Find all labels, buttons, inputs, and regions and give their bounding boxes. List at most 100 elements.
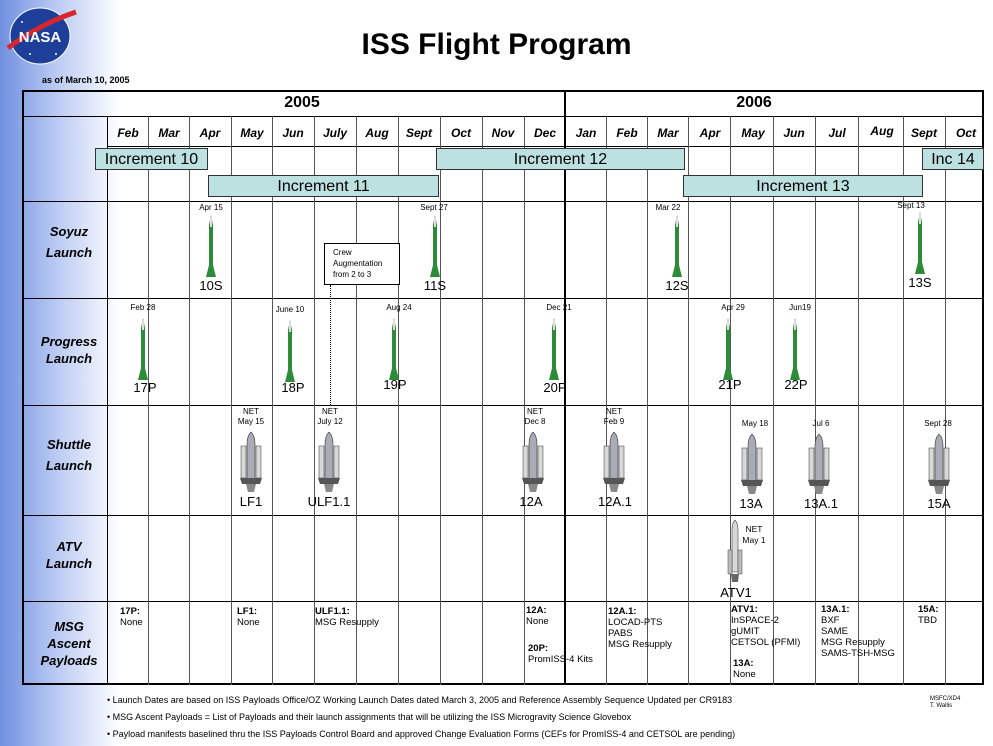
month-divider <box>231 116 232 685</box>
launch-date: Sept 28 <box>924 419 952 428</box>
launch-date: May 18 <box>741 419 769 428</box>
payload-entry: 17P:None <box>120 606 143 628</box>
month-label: Mar <box>158 126 180 140</box>
month-divider <box>440 116 441 685</box>
flight-label: 20P <box>543 380 567 395</box>
increment-11-bar: Increment 11 <box>208 175 439 197</box>
month-label: May <box>240 126 264 140</box>
space-shuttle-icon <box>522 432 544 492</box>
flight-label: 12A <box>519 494 543 509</box>
month-label: Oct <box>955 126 976 140</box>
payload-entry: 20P:PromISS-4 Kits <box>528 643 593 665</box>
flight-label: 11S <box>423 278 447 293</box>
soyuz-row-divider <box>22 298 984 299</box>
month-label: Sept <box>910 126 937 140</box>
progress-rocket-icon <box>285 320 295 382</box>
payload-entry: 12A:None <box>526 605 549 627</box>
month-divider <box>647 116 648 685</box>
month-divider <box>356 116 357 685</box>
month-label: July <box>322 126 347 140</box>
space-shuttle-icon <box>741 434 763 494</box>
flight-label: 10S <box>199 278 223 293</box>
progress-rocket-icon <box>723 318 733 380</box>
month-divider <box>482 116 483 685</box>
page-title: ISS Flight Program <box>361 28 632 61</box>
month-divider <box>903 116 904 685</box>
soyuz-rocket-icon <box>430 215 440 277</box>
month-label: Oct <box>450 126 471 140</box>
month-label: Aug <box>870 124 894 138</box>
flight-label: ULF1.1 <box>307 494 351 509</box>
space-shuttle-icon <box>240 432 262 492</box>
month-divider <box>189 116 190 685</box>
increment-10-bar: Increment 10 <box>95 148 208 170</box>
month-label: Jun <box>282 126 304 140</box>
month-label: Apr <box>199 126 221 140</box>
flight-program-grid <box>22 90 984 685</box>
launch-date: Jul 6 <box>812 419 830 428</box>
launch-date: Jun19 <box>789 303 811 312</box>
soyuz-rocket-icon <box>206 215 216 277</box>
progress-rocket-icon <box>138 318 148 380</box>
launch-date: June 10 <box>275 305 305 314</box>
month-divider <box>524 116 525 685</box>
month-label: Jan <box>575 126 597 140</box>
month-label: Jun <box>783 126 805 140</box>
launch-date: Mar 22 <box>655 203 681 212</box>
crew-augmentation-marker-line <box>330 285 331 405</box>
month-label: May <box>741 126 765 140</box>
flight-label: 12S <box>665 278 689 293</box>
increment-14-bar: Inc 14 <box>922 148 984 170</box>
flight-label: 21P <box>718 377 742 392</box>
space-shuttle-icon <box>808 434 830 494</box>
flight-label: ATV1 <box>720 585 752 600</box>
soyuz-rocket-icon <box>672 215 682 277</box>
footnote: • Payload manifests baselined thru the I… <box>107 729 736 739</box>
launch-date: Feb 28 <box>130 303 156 312</box>
month-divider <box>272 116 273 685</box>
month-divider <box>606 116 607 685</box>
flight-label: 18P <box>281 380 305 395</box>
payload-entry: 15A:TBD <box>918 604 939 626</box>
increment-12-bar: Increment 12 <box>436 148 685 170</box>
atv-rocket-icon <box>727 520 743 582</box>
launch-date: Sept 27 <box>420 203 448 212</box>
month-divider <box>314 116 315 685</box>
increment-row-divider <box>22 201 984 202</box>
flight-label: LF1 <box>239 494 263 509</box>
month-divider <box>858 116 859 685</box>
space-shuttle-icon <box>928 434 950 494</box>
as-of-date: as of March 10, 2005 <box>42 75 130 85</box>
month-label: Feb <box>616 126 638 140</box>
month-divider <box>773 116 774 685</box>
progress-rocket-icon <box>389 318 399 380</box>
month-divider <box>815 116 816 685</box>
progress-rocket-icon <box>549 318 559 380</box>
atv-row-divider <box>22 601 984 602</box>
launch-date: Apr 29 <box>721 303 745 312</box>
flight-label: 13A.1 <box>804 496 838 511</box>
month-label: Apr <box>699 126 721 140</box>
payload-entry: 13A:None <box>733 658 756 680</box>
launch-date: Apr 15 <box>199 203 223 212</box>
launch-date: Sept 13 <box>897 201 925 210</box>
launch-date: Aug 24 <box>386 303 412 312</box>
flight-label: 13S <box>908 275 932 290</box>
progress-row-divider <box>22 405 984 406</box>
launch-date: Dec 21 <box>546 303 572 312</box>
year-label: 2005 <box>284 94 320 111</box>
nasa-logo: NASA <box>6 7 77 65</box>
month-label: Aug <box>365 126 389 140</box>
soyuz-rocket-icon <box>915 212 925 274</box>
